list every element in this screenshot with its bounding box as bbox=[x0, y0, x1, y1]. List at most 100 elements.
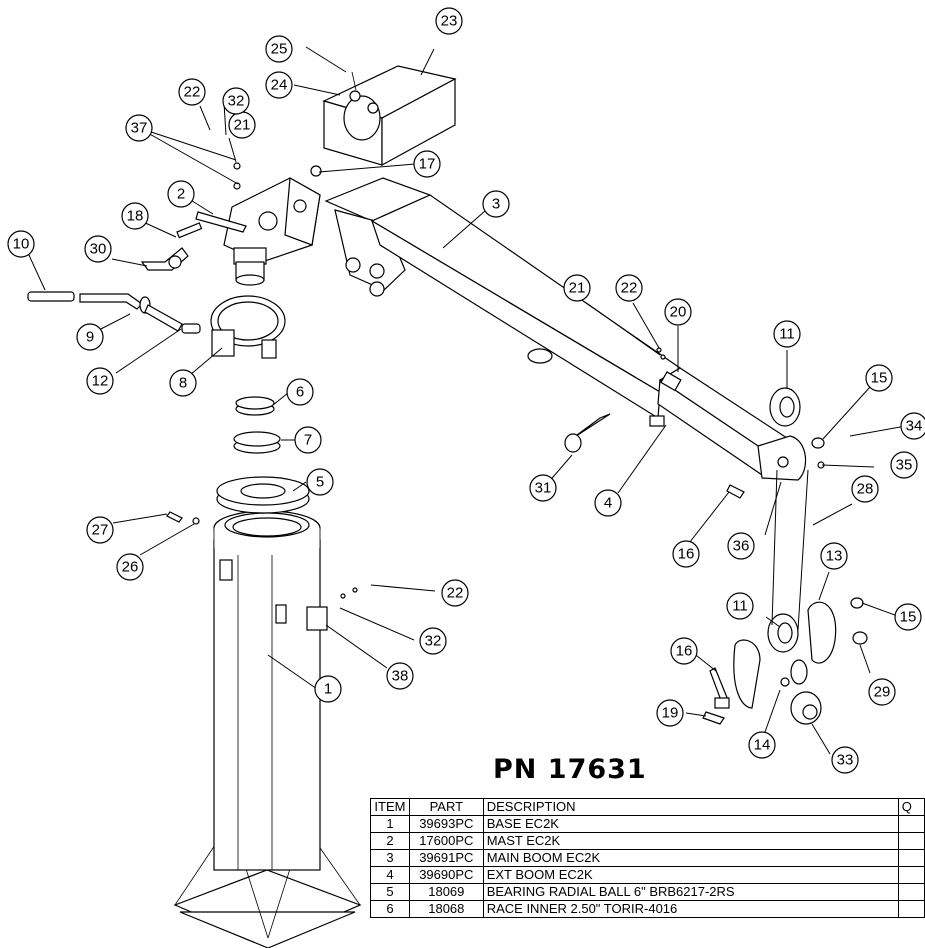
callout-label: 32 bbox=[228, 93, 245, 110]
part-number-title: PN 17631 bbox=[493, 754, 647, 785]
callout-18: 18 bbox=[121, 202, 149, 230]
callout-label: 1 bbox=[324, 681, 332, 698]
callout-11-top: 11 bbox=[773, 320, 801, 348]
bom-row: 6 18068 RACE INNER 2.50" TORIR-4016 bbox=[370, 900, 925, 918]
callout-24: 24 bbox=[265, 71, 293, 99]
bom-header-item: ITEM bbox=[370, 798, 410, 816]
callout-label: 26 bbox=[122, 559, 139, 576]
callout-14: 14 bbox=[748, 731, 776, 759]
callout-label: 19 bbox=[662, 705, 679, 722]
callout-label: 23 bbox=[441, 13, 458, 30]
bom-row: 5 18069 BEARING RADIAL BALL 6" BRB6217-2… bbox=[370, 883, 925, 901]
bom-row: 1 39693PC BASE EC2K bbox=[370, 815, 925, 833]
callout-3: 3 bbox=[482, 190, 510, 218]
callout-30: 30 bbox=[84, 235, 112, 263]
callout-label: 21 bbox=[569, 280, 586, 297]
callout-20: 20 bbox=[664, 298, 692, 326]
bom-header-qty: Q bbox=[897, 798, 925, 816]
callout-19: 19 bbox=[656, 699, 684, 727]
motor-cover-part bbox=[322, 65, 457, 167]
bom-part: 18068 bbox=[408, 900, 484, 918]
callout-35: 35 bbox=[890, 451, 918, 479]
callout-17: 17 bbox=[413, 150, 441, 178]
bom-part: 39690PC bbox=[408, 866, 484, 884]
callout-10: 10 bbox=[7, 230, 35, 258]
callout-label: 13 bbox=[826, 548, 843, 565]
callout-7: 7 bbox=[294, 426, 322, 454]
callout-6: 6 bbox=[286, 378, 314, 406]
bom-header-description: DESCRIPTION bbox=[482, 798, 899, 816]
callout-label: 7 bbox=[304, 432, 312, 449]
callout-label: 33 bbox=[837, 752, 854, 769]
callout-label: 17 bbox=[419, 156, 436, 173]
pin-parts bbox=[27, 291, 201, 334]
callout-36: 36 bbox=[727, 532, 755, 560]
callout-label: 16 bbox=[676, 643, 693, 660]
callout-label: 18 bbox=[127, 208, 144, 225]
callout-31: 31 bbox=[529, 474, 557, 502]
callout-38: 38 bbox=[386, 662, 414, 690]
callout-28: 28 bbox=[851, 475, 879, 503]
callout-label: 29 bbox=[874, 684, 891, 701]
callout-label: 21 bbox=[234, 117, 251, 134]
callout-22-top: 22 bbox=[178, 78, 206, 106]
bom-description: MAIN BOOM EC2K bbox=[482, 849, 899, 867]
sheave-cable-hook-parts bbox=[733, 387, 837, 725]
callout-label: 30 bbox=[90, 241, 107, 258]
callout-13: 13 bbox=[820, 542, 848, 570]
bom-item: 6 bbox=[370, 900, 410, 918]
callout-label: 36 bbox=[733, 538, 750, 555]
callout-label: 3 bbox=[492, 196, 500, 213]
callout-16-bottom: 16 bbox=[670, 637, 698, 665]
callout-26: 26 bbox=[116, 553, 144, 581]
callout-label: 14 bbox=[754, 737, 771, 754]
bom-description: BASE EC2K bbox=[482, 815, 899, 833]
bom-description: EXT BOOM EC2K bbox=[482, 866, 899, 884]
callout-label: 10 bbox=[13, 236, 30, 253]
bom-item: 4 bbox=[370, 866, 410, 884]
callout-label: 38 bbox=[392, 668, 409, 685]
bom-description: RACE INNER 2.50" TORIR-4016 bbox=[482, 900, 899, 918]
callout-label: 2 bbox=[177, 186, 185, 203]
callout-1: 1 bbox=[314, 675, 342, 703]
bom-item: 5 bbox=[370, 883, 410, 901]
bom-header-row: ITEM PART DESCRIPTION Q bbox=[370, 798, 925, 816]
bom-row: 3 39691PC MAIN BOOM EC2K bbox=[370, 849, 925, 867]
callout-29: 29 bbox=[868, 678, 896, 706]
bom-description: MAST EC2K bbox=[482, 832, 899, 850]
callout-label: 16 bbox=[678, 546, 695, 563]
callout-27: 27 bbox=[86, 516, 114, 544]
callout-label: 24 bbox=[271, 77, 288, 94]
main-boom-part bbox=[324, 177, 681, 420]
callout-22-boom: 22 bbox=[615, 274, 643, 302]
callout-label: 32 bbox=[425, 633, 442, 650]
callout-32-base: 32 bbox=[419, 627, 447, 655]
bom-item: 2 bbox=[370, 832, 410, 850]
bom-qty bbox=[897, 866, 925, 884]
callout-label: 11 bbox=[779, 326, 795, 343]
callout-5: 5 bbox=[306, 468, 334, 496]
mast-head-part bbox=[140, 162, 322, 286]
callout-label: 25 bbox=[271, 41, 288, 58]
bom-item: 1 bbox=[370, 815, 410, 833]
callout-21-boom: 21 bbox=[563, 274, 591, 302]
callout-label: 27 bbox=[92, 522, 109, 539]
callout-25: 25 bbox=[265, 35, 293, 63]
callout-label: 22 bbox=[184, 84, 201, 101]
bom-qty bbox=[897, 815, 925, 833]
callout-label: 5 bbox=[316, 474, 324, 491]
callout-label: 11 bbox=[732, 598, 748, 615]
bom-qty bbox=[897, 849, 925, 867]
callout-label: 35 bbox=[896, 457, 913, 474]
callout-label: 4 bbox=[604, 495, 612, 512]
base-part bbox=[173, 510, 362, 948]
callout-label: 22 bbox=[621, 280, 638, 297]
bom-qty bbox=[897, 883, 925, 901]
callout-label: 20 bbox=[670, 304, 687, 321]
bom-part: 18069 bbox=[408, 883, 484, 901]
callout-37: 37 bbox=[125, 114, 153, 142]
bom-part: 17600PC bbox=[408, 832, 484, 850]
callout-23: 23 bbox=[435, 7, 463, 35]
bom-item: 3 bbox=[370, 849, 410, 867]
